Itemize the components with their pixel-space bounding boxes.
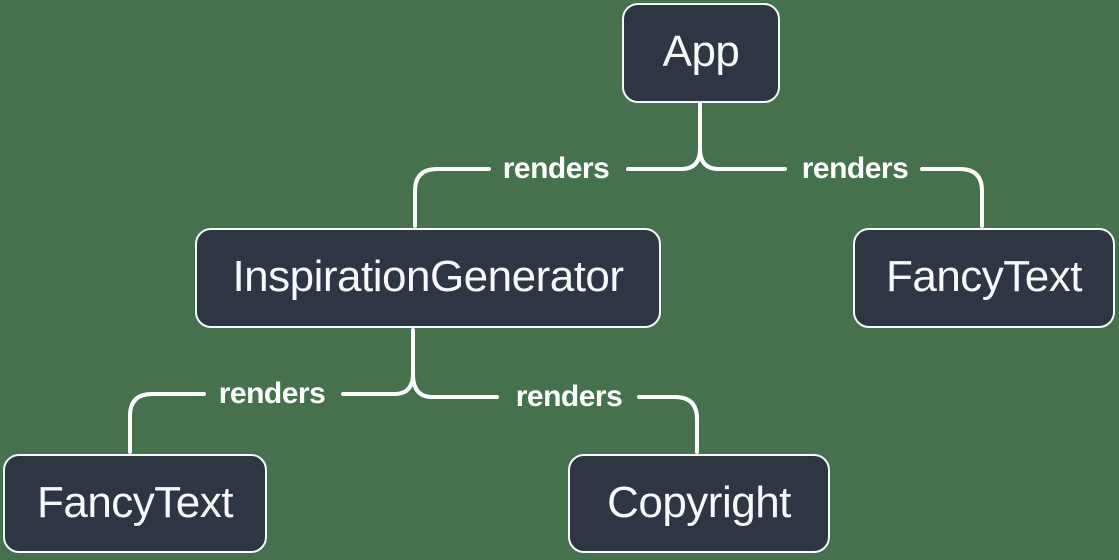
node-copyright: Copyright [568,454,830,553]
edge-label-app-to-fancytext: renders [801,152,909,185]
connector-app-to-fancytext [920,167,984,228]
node-fancy-text-bottom-label: FancyText [36,477,234,527]
connector-app-right-flare [698,147,787,171]
edge-label-inspirationgenerator-to-fancytext: renders [218,377,326,410]
edge-label-app-to-inspirationgenerator: renders [502,152,610,185]
connector-ig-to-copyright [637,395,699,454]
node-inspiration-generator-label: InspirationGenerator [232,252,624,301]
node-fancy-text-top-label: FancyText [885,252,1083,301]
node-app-label: App [662,27,740,76]
connector-app-left-flare [626,147,702,171]
connector-app-to-inspirationgenerator [413,167,491,228]
connector-ig-to-fancytext [128,392,206,454]
node-fancy-text-bottom: FancyText [3,454,267,553]
node-copyright-label: Copyright [607,477,791,527]
node-fancy-text-top: FancyText [853,228,1115,328]
edge-label-inspirationgenerator-to-copyright: renders [515,380,623,413]
connector-ig-right-flare [411,372,499,399]
node-inspiration-generator: InspirationGenerator [195,228,661,328]
connector-ig-left-flare [341,372,415,396]
node-app: App [622,3,780,103]
